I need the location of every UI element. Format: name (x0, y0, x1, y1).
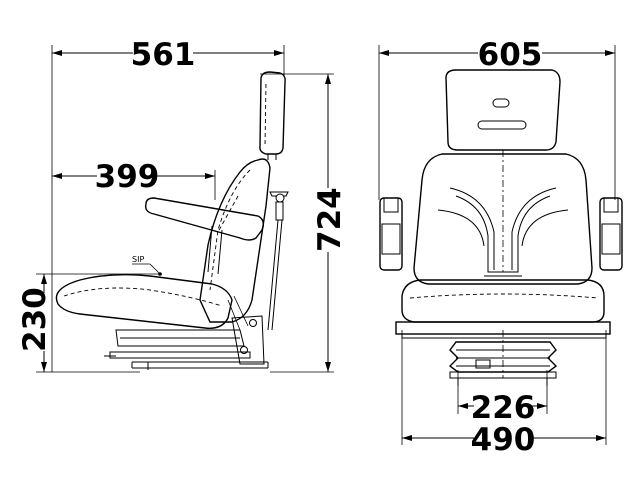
side-seat-seam (63, 287, 223, 307)
dimension-490: 490 (402, 422, 606, 458)
dimension-724-label: 724 (312, 187, 348, 252)
dimension-226-label: 226 (471, 390, 536, 426)
side-headrest-seam (264, 83, 267, 147)
dimension-226: 226 (458, 390, 547, 426)
side-adjustment-knob (267, 191, 289, 331)
front-headrest (445, 69, 561, 151)
side-view: 561 399 230 724 SIP (17, 37, 348, 373)
side-headrest (259, 71, 286, 155)
front-armrest-left (379, 197, 403, 271)
side-armrest (144, 197, 265, 241)
sip-label: SIP (132, 255, 144, 264)
dimension-230-label: 230 (17, 287, 53, 352)
front-suspension (448, 341, 558, 386)
dimension-605-label: 605 (478, 37, 543, 73)
sip-marker: SIP (132, 255, 162, 276)
dimension-561-label: 561 (131, 37, 196, 73)
front-seat-cushion (401, 279, 605, 323)
dimension-605: 605 (379, 37, 615, 73)
dimension-230: 230 (17, 274, 53, 372)
front-view: 605 226 490 (378, 37, 623, 458)
front-headrest-handle (477, 120, 527, 130)
dimension-399-label: 399 (95, 159, 160, 195)
dimension-561: 561 (52, 37, 284, 73)
front-armrest-right (599, 197, 623, 271)
dimension-724: 724 (308, 74, 348, 372)
side-seat-cushion (55, 273, 233, 329)
front-backrest (413, 153, 593, 285)
side-backrest (199, 158, 271, 323)
dimension-490-label: 490 (471, 422, 536, 458)
front-headrest-slot (492, 98, 510, 108)
side-suspension-frame (104, 295, 269, 370)
dimension-399: 399 (52, 159, 215, 195)
